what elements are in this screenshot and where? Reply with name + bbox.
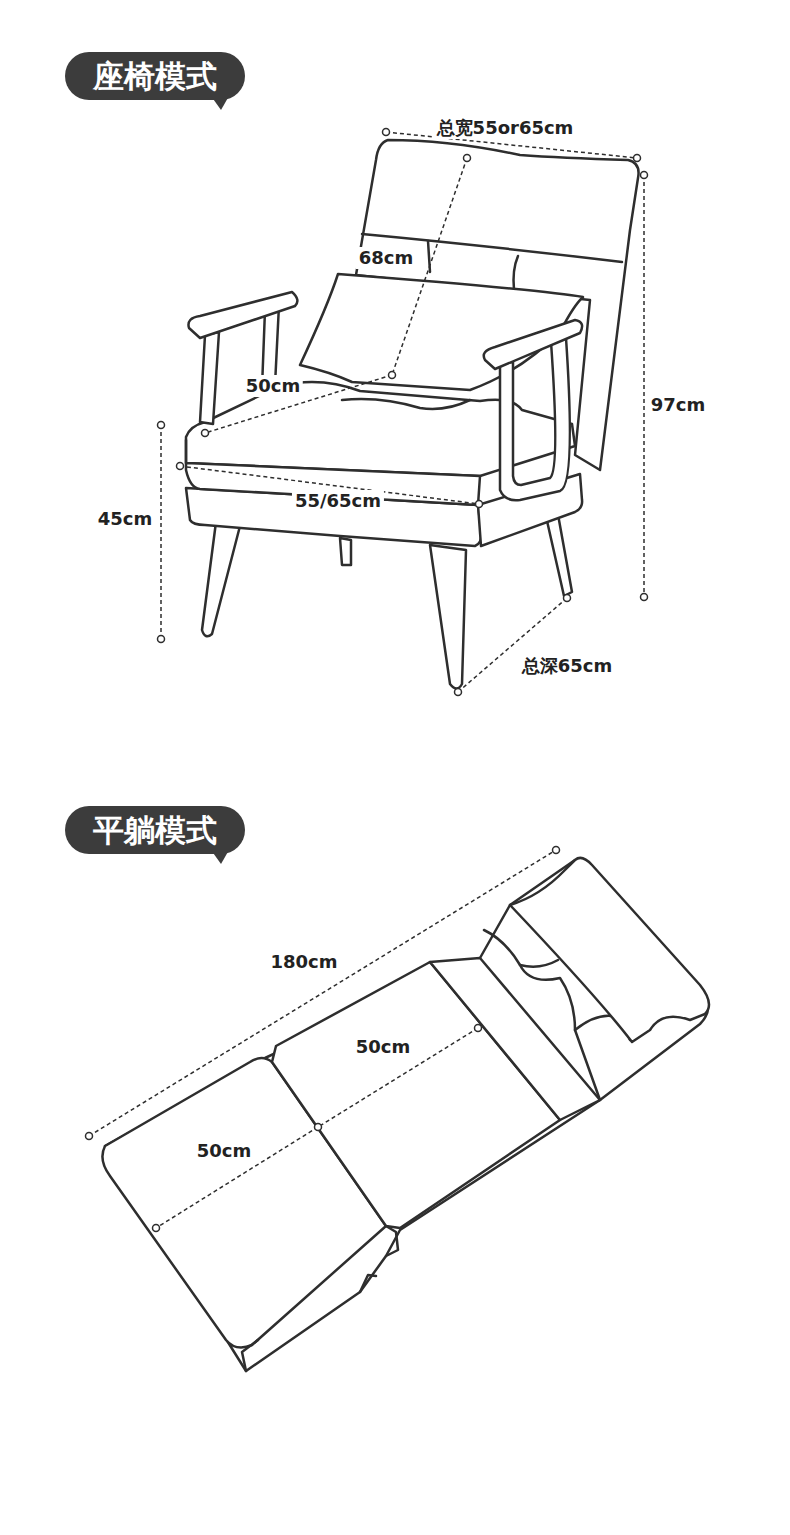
dimension-label: 55/65cm <box>292 490 384 512</box>
dimension-label: 总宽55or65cm <box>434 117 577 139</box>
dimension-label: 50cm <box>353 1036 413 1058</box>
dimension-label: 180cm <box>268 951 341 973</box>
dimension-label: 总深65cm <box>519 655 615 677</box>
tab-title: 平躺模式 <box>65 806 245 854</box>
dimension-label: 45cm <box>95 508 155 530</box>
mode-tab: 平躺模式 <box>65 806 245 854</box>
mode-tab: 座椅模式 <box>65 52 245 100</box>
dimension-label: 50cm <box>243 375 303 397</box>
dimension-label: 97cm <box>648 394 708 416</box>
dimension-label: 68cm <box>356 247 416 269</box>
tab-pointer <box>211 96 235 112</box>
dimension-label: 50cm <box>194 1140 254 1162</box>
tab-title: 座椅模式 <box>65 52 245 100</box>
tab-pointer <box>211 850 235 866</box>
